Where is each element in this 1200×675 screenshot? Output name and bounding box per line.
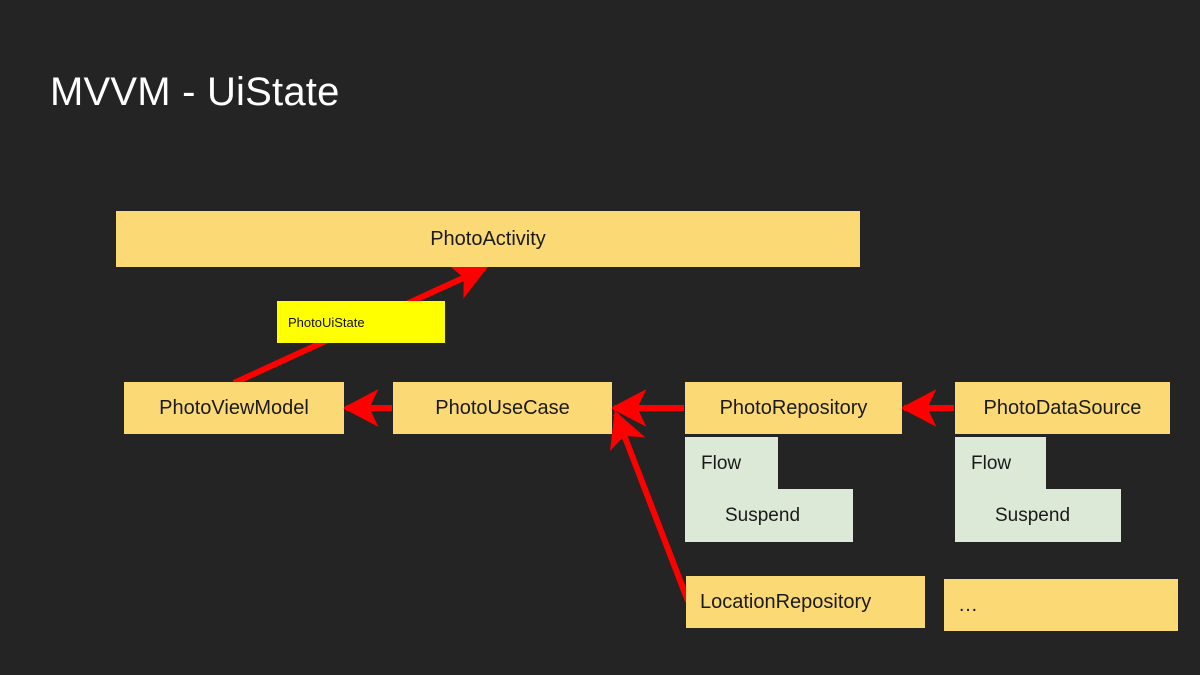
tag-flow-photo-repository: Flow <box>685 437 778 490</box>
tag-suspend-photo-data-source: Suspend <box>955 489 1121 542</box>
node-photo-data-source[interactable]: PhotoDataSource <box>955 382 1170 434</box>
tag-flow-photo-repository-label: Flow <box>701 452 742 474</box>
node-photo-view-model-label: PhotoViewModel <box>159 396 309 419</box>
node-photo-use-case[interactable]: PhotoUseCase <box>393 382 612 434</box>
node-photo-view-model[interactable]: PhotoViewModel <box>124 382 344 434</box>
node-photo-repository[interactable]: PhotoRepository <box>685 382 902 434</box>
node-photo-data-source-label: PhotoDataSource <box>983 396 1142 419</box>
node-photo-activity-label: PhotoActivity <box>430 227 546 250</box>
node-photo-ui-state-label: PhotoUiState <box>288 314 365 330</box>
node-more[interactable]: … <box>944 579 1178 631</box>
coroutine-group-photo-data-source: Flow Suspend <box>955 437 1121 542</box>
node-photo-repository-label: PhotoRepository <box>719 396 868 419</box>
tag-suspend-photo-repository-label: Suspend <box>725 504 801 526</box>
page-title: MVVM - UiState <box>50 70 340 114</box>
node-location-repository[interactable]: LocationRepository <box>686 576 925 628</box>
tag-suspend-photo-data-source-label: Suspend <box>995 504 1071 526</box>
coroutine-group-photo-repository: Flow Suspend <box>685 437 853 542</box>
node-photo-use-case-label: PhotoUseCase <box>435 396 570 419</box>
tag-suspend-photo-repository: Suspend <box>685 489 853 542</box>
tag-flow-photo-data-source-label: Flow <box>971 452 1012 474</box>
tag-flow-photo-data-source: Flow <box>955 437 1046 490</box>
arrow-locationrepository-to-usecase <box>610 410 691 603</box>
node-location-repository-label: LocationRepository <box>700 590 872 613</box>
node-photo-ui-state[interactable]: PhotoUiState <box>277 301 445 343</box>
node-more-label: … <box>958 593 979 616</box>
node-photo-activity[interactable]: PhotoActivity <box>116 211 860 267</box>
